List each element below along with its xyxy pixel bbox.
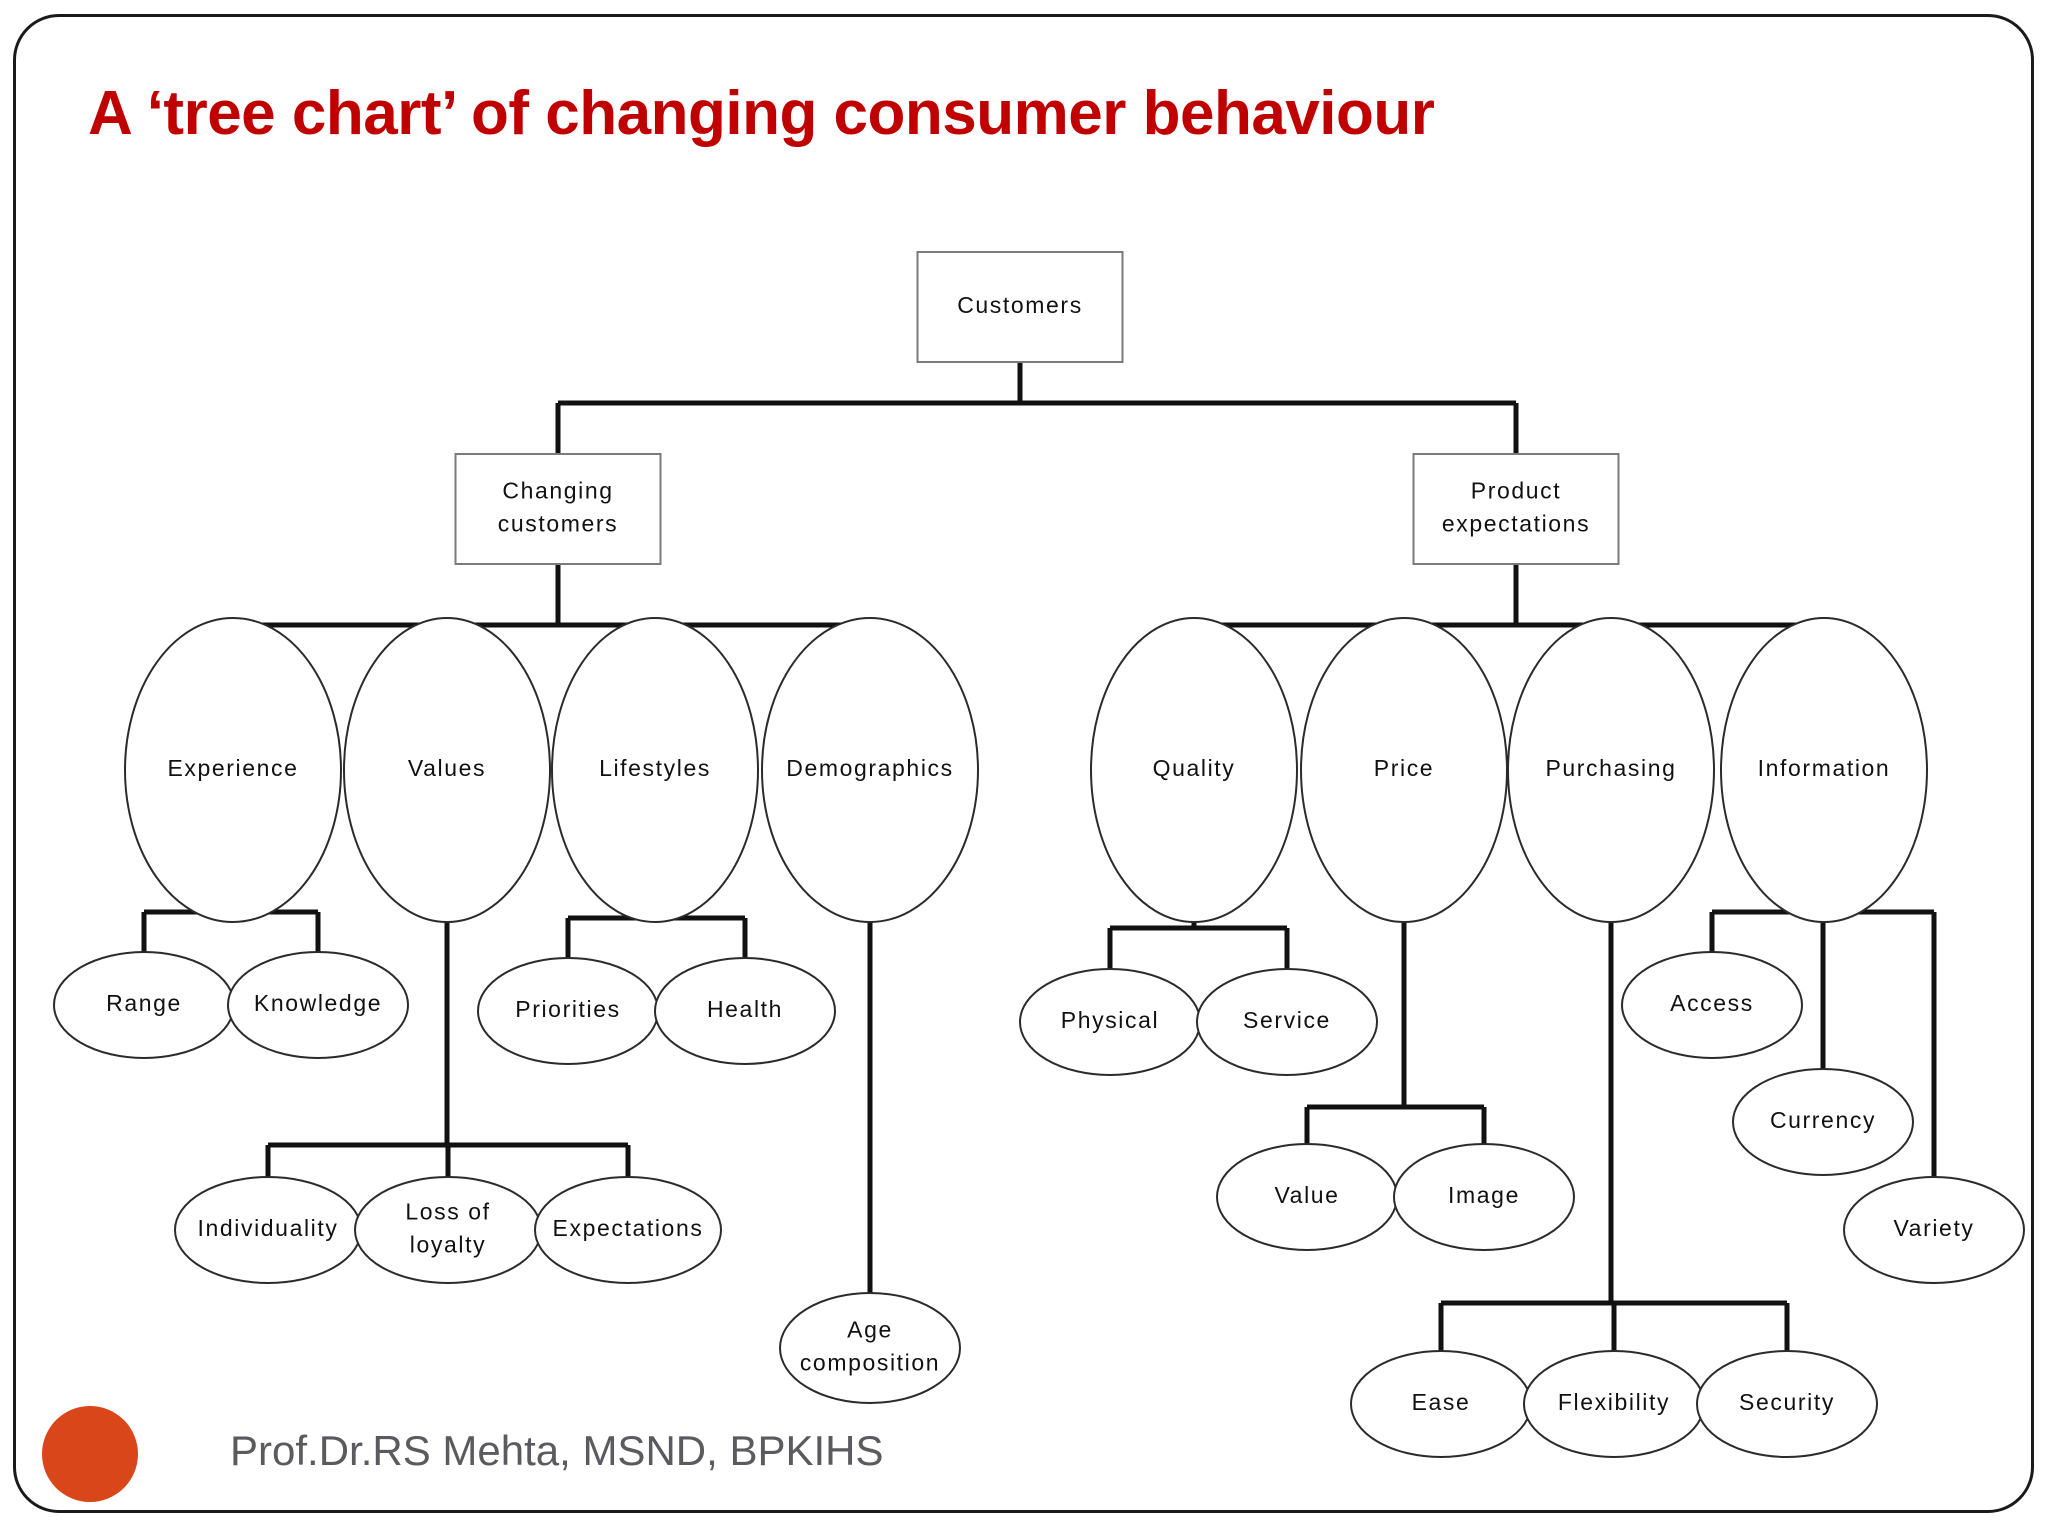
node-service[interactable]: Service [1196,968,1378,1076]
node-label-changing: customers [498,511,618,537]
node-flexibility[interactable]: Flexibility [1523,1350,1705,1458]
node-shape-quality [1090,617,1298,923]
node-label-demographics: Demographics [786,755,954,781]
decorative-bullet-circle [42,1406,138,1502]
page-title: A ‘tree chart’ of changing consumer beha… [88,79,1435,148]
node-label-currency: Currency [1770,1107,1876,1133]
node-label-information: Information [1758,755,1891,781]
node-individuality[interactable]: Individuality [174,1176,362,1284]
node-label-service: Service [1243,1007,1331,1033]
node-label-agecomp: composition [800,1350,940,1376]
node-information[interactable]: Information [1720,617,1928,923]
node-value[interactable]: Value [1216,1143,1398,1251]
node-ease[interactable]: Ease [1350,1350,1532,1458]
node-values[interactable]: Values [343,617,551,923]
node-range[interactable]: Range [53,951,235,1059]
node-label-purchasing: Purchasing [1545,755,1676,781]
node-shape-knowledge [227,951,409,1059]
node-experience[interactable]: Experience [124,617,342,923]
node-shape-experience [124,617,342,923]
node-shape-access [1621,951,1803,1059]
node-image[interactable]: Image [1393,1143,1575,1251]
node-label-range: Range [106,990,182,1016]
node-quality[interactable]: Quality [1090,617,1298,923]
node-label-agecomp: Age [847,1317,893,1343]
node-label-flexibility: Flexibility [1558,1389,1670,1415]
node-label-changing: Changing [502,478,613,504]
node-shape-loss [354,1176,542,1284]
node-label-priorities: Priorities [515,996,620,1022]
node-shape-values [343,617,551,923]
node-label-experience: Experience [167,755,298,781]
node-shape-currency [1732,1068,1914,1176]
node-shape-security [1696,1350,1878,1458]
node-security[interactable]: Security [1696,1350,1878,1458]
node-physical[interactable]: Physical [1019,968,1201,1076]
node-lifestyles[interactable]: Lifestyles [551,617,759,923]
node-label-value: Value [1274,1182,1339,1208]
node-shape-agecomp [779,1292,961,1404]
node-shape-demographics [761,617,979,923]
node-label-lifestyles: Lifestyles [599,755,711,781]
node-shape-variety [1843,1176,2025,1284]
node-shape-purchasing [1507,617,1715,923]
node-shape-service [1196,968,1378,1076]
node-purchasing[interactable]: Purchasing [1507,617,1715,923]
node-label-values: Values [408,755,486,781]
node-variety[interactable]: Variety [1843,1176,2025,1284]
node-changing[interactable]: Changing customers [454,453,662,565]
node-health[interactable]: Health [654,957,836,1065]
node-product[interactable]: Product expectations [1412,453,1620,565]
node-shape-expectations [534,1176,722,1284]
node-price[interactable]: Price [1300,617,1508,923]
node-label-physical: Physical [1061,1007,1159,1033]
node-label-ease: Ease [1412,1389,1471,1415]
node-label-loss: Loss of [405,1199,490,1225]
node-shape-product [1412,453,1620,565]
node-label-loss: loyalty [410,1232,486,1258]
node-shape-information [1720,617,1928,923]
node-label-knowledge: Knowledge [254,990,382,1016]
node-label-product: Product [1471,478,1561,504]
node-demographics[interactable]: Demographics [761,617,979,923]
node-label-security: Security [1739,1389,1835,1415]
node-shape-health [654,957,836,1065]
node-currency[interactable]: Currency [1732,1068,1914,1176]
author-footer: Prof.Dr.RS Mehta, MSND, BPKIHS [230,1427,884,1474]
node-shape-lifestyles [551,617,759,923]
node-access[interactable]: Access [1621,951,1803,1059]
node-knowledge[interactable]: Knowledge [227,951,409,1059]
node-loss[interactable]: Loss of loyalty [354,1176,542,1284]
node-shape-image [1393,1143,1575,1251]
node-label-quality: Quality [1153,755,1236,781]
node-label-expectations: Expectations [553,1215,704,1241]
node-shape-changing [454,453,662,565]
node-shape-customers [916,251,1124,363]
node-priorities[interactable]: Priorities [477,957,659,1065]
node-label-customers: Customers [957,292,1083,318]
node-label-product: expectations [1442,511,1590,537]
node-label-individuality: Individuality [198,1215,339,1241]
node-label-image: Image [1448,1182,1520,1208]
node-label-variety: Variety [1893,1215,1974,1241]
node-label-price: Price [1374,755,1434,781]
node-customers[interactable]: Customers [916,251,1124,363]
node-label-access: Access [1670,990,1754,1016]
node-label-health: Health [707,996,783,1022]
node-expectations[interactable]: Expectations [534,1176,722,1284]
node-agecomp[interactable]: Age composition [779,1292,961,1404]
